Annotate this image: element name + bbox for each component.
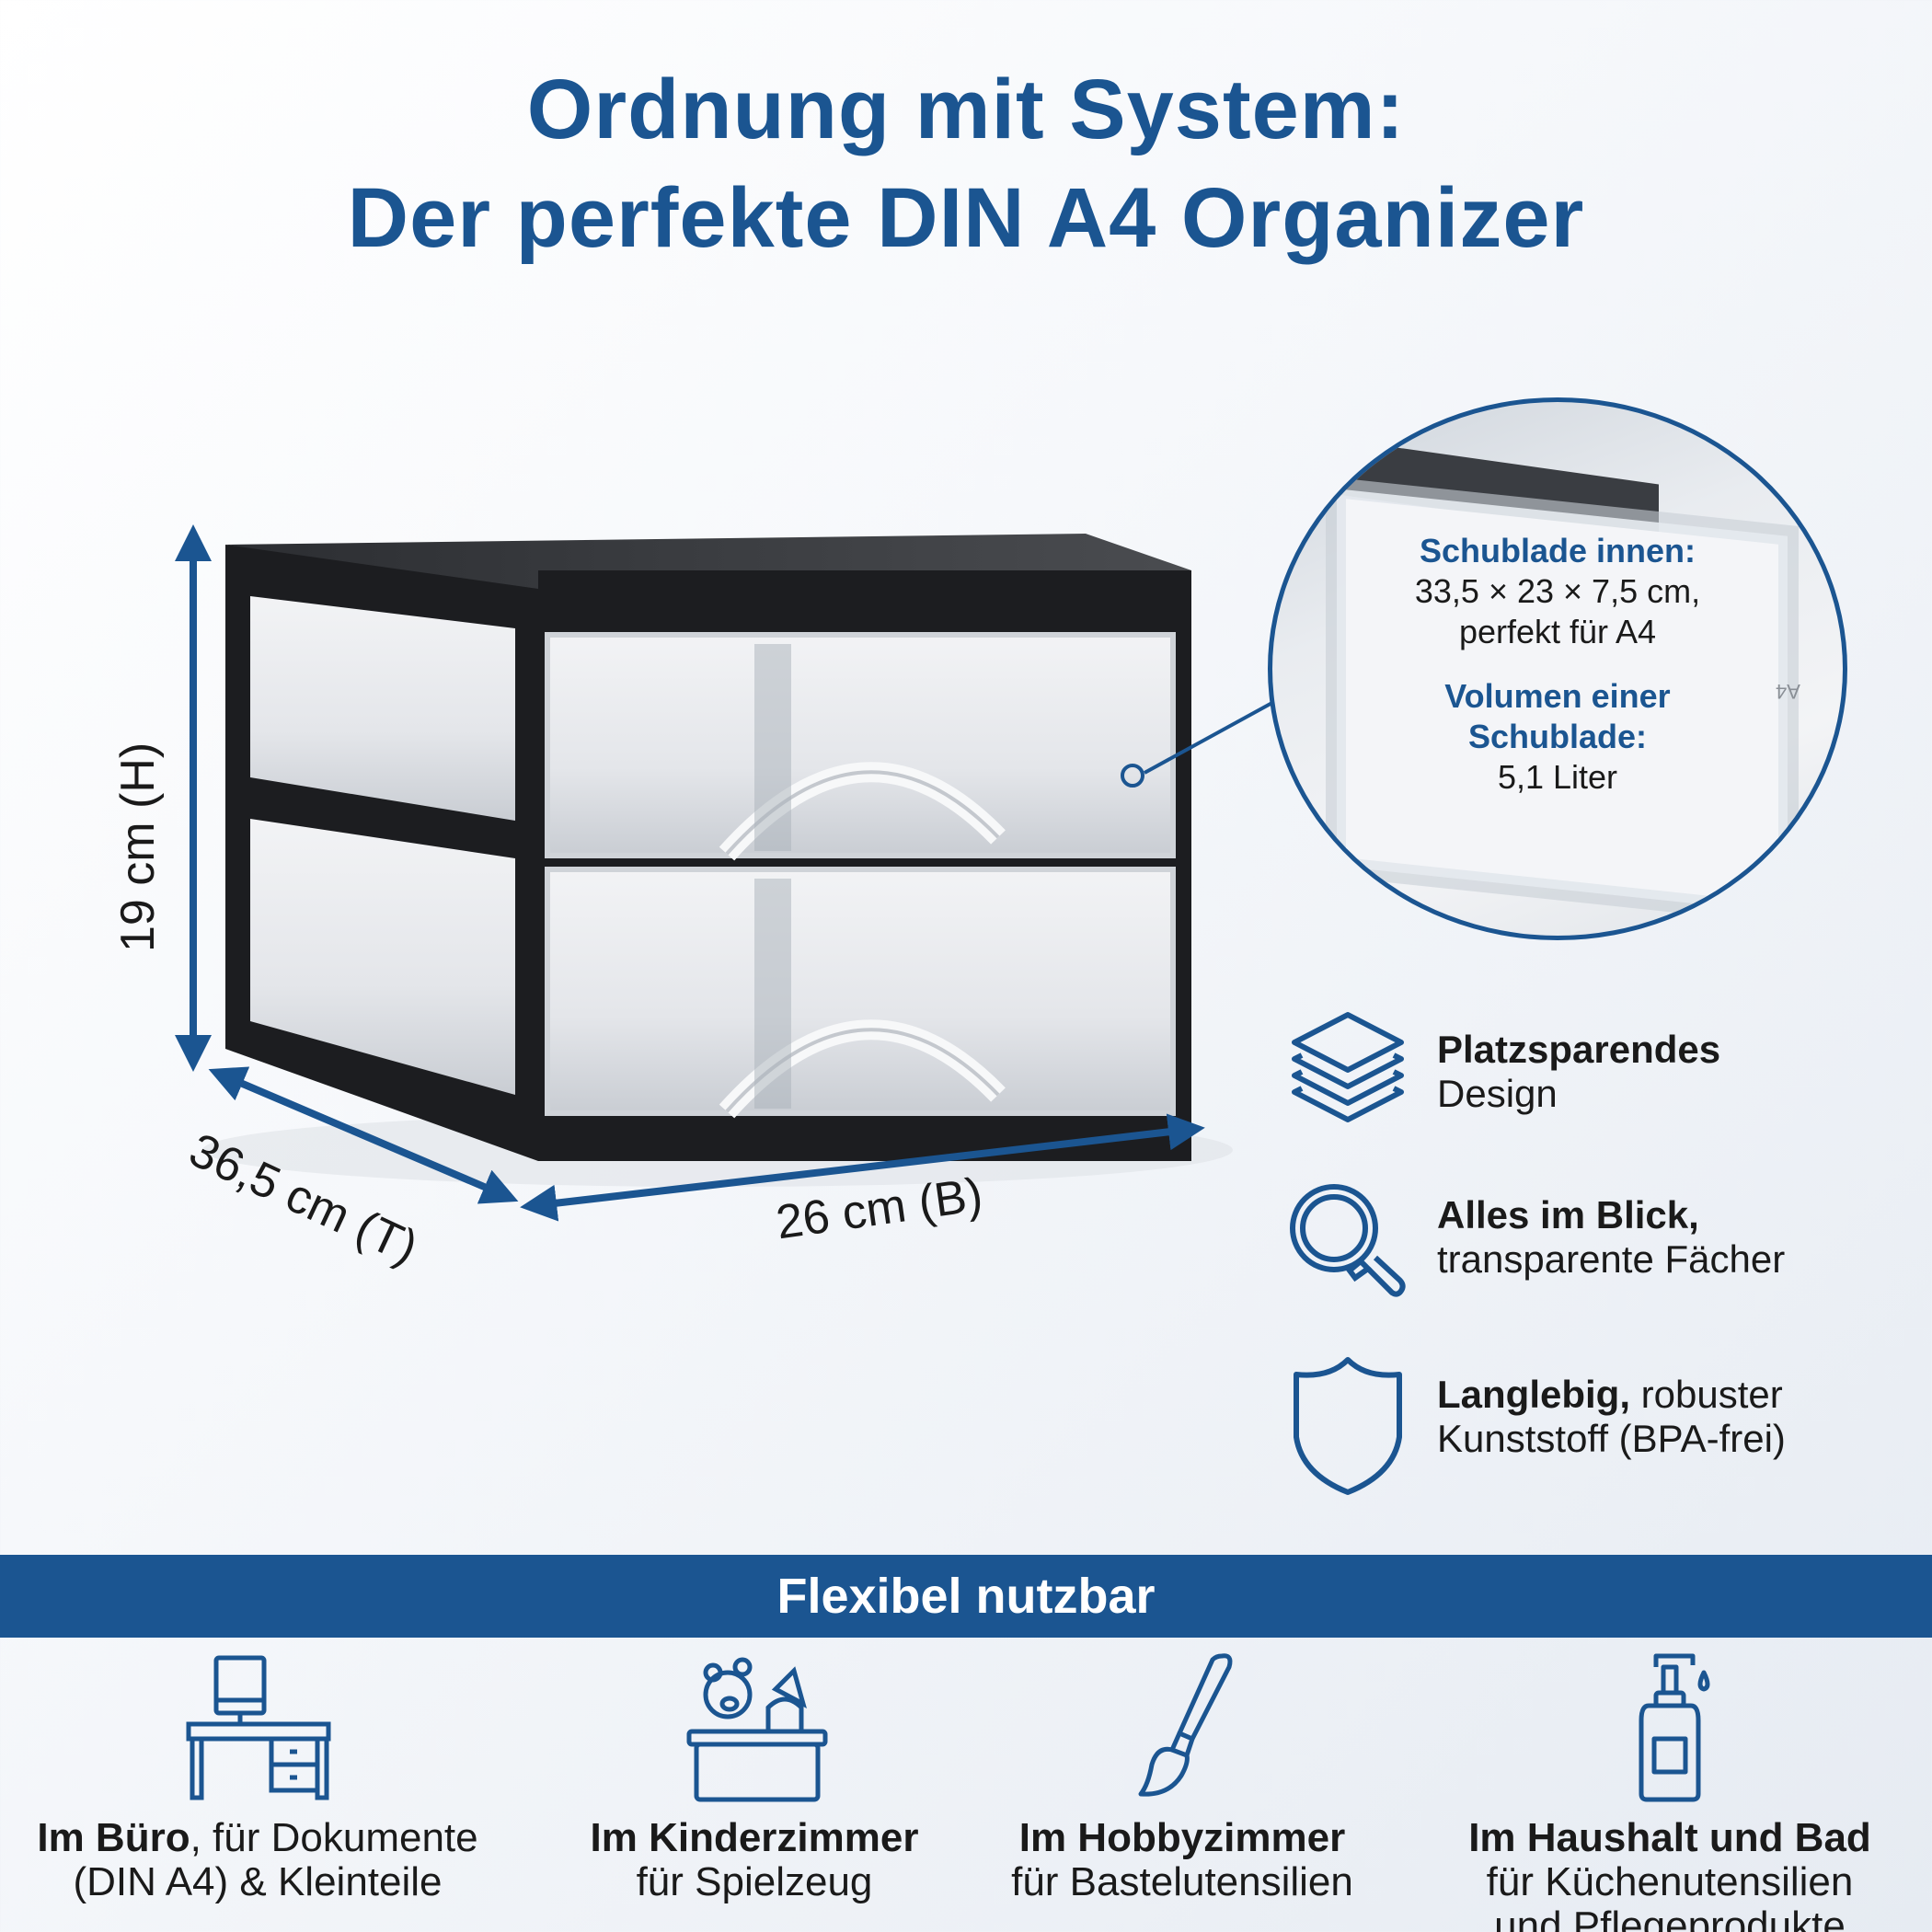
height-label: 19 cm (H) <box>111 742 165 952</box>
magnifier-icon <box>1290 1184 1406 1297</box>
usage-description-extra: und Pflegeprodukte <box>1494 1903 1846 1932</box>
feature-bold: Alles im Blick, <box>1437 1193 1699 1236</box>
usage-item: Im Hobbyzimmer für Bastelutensilien <box>943 1647 1421 1904</box>
feature-item: Platzsparendes Design <box>1283 1007 1909 1127</box>
product-illustration <box>175 524 1280 1222</box>
usage-title: Im Haushalt und Bad <box>1468 1815 1871 1860</box>
feature-line2: Design <box>1437 1072 1558 1115</box>
paintbrush-icon <box>1138 1653 1233 1797</box>
callout-text: Schublade innen: 33,5 × 23 × 7,5 cm, per… <box>1272 531 1843 798</box>
usage-description: für Bastelutensilien <box>1011 1859 1353 1904</box>
title-line-1: Ordnung mit System: <box>526 63 1406 156</box>
usage-title: Im Hobbyzimmer <box>1018 1815 1346 1860</box>
drawer-detail-callout: Schublade innen: 33,5 × 23 × 7,5 cm, per… <box>1268 397 1847 940</box>
section-banner: Flexibel nutzbar <box>0 1555 1932 1638</box>
usage-item: Im Büro, für Dokumente (DIN A4) & Kleint… <box>18 1647 497 1904</box>
soap-dispenser-icon <box>1639 1653 1710 1802</box>
title-line-2: Der perfekte DIN A4 Organizer <box>347 171 1585 265</box>
feature-bold: Platzsparendes <box>1437 1028 1721 1071</box>
desk-icon <box>186 1655 331 1800</box>
usage-description: für Küchenutensilien <box>1486 1859 1854 1904</box>
feature-line2: Kunststoff (BPA-frei) <box>1437 1417 1786 1460</box>
usage-list: Im Büro, für Dokumente (DIN A4) & Kleint… <box>0 1647 1932 1932</box>
depth-arrow <box>208 1066 519 1204</box>
usage-description: für Spielzeug <box>636 1859 873 1904</box>
callout-inner-size: 33,5 × 23 × 7,5 cm, <box>1414 572 1701 610</box>
feature-text: Alles im Blick, transparente Fächer <box>1437 1193 1785 1282</box>
callout-heading-volume-b: Schublade: <box>1467 718 1648 755</box>
callout-a4-fit: perfekt für A4 <box>1458 613 1657 650</box>
callout-volume-value: 5,1 Liter <box>1497 758 1618 796</box>
shield-icon <box>1294 1357 1402 1495</box>
width-arrow <box>520 1113 1205 1222</box>
feature-text: Langlebig, robuster Kunststoff (BPA-frei… <box>1437 1373 1786 1460</box>
feature-item: Langlebig, robuster Kunststoff (BPA-frei… <box>1283 1352 1909 1495</box>
layers-icon <box>1292 1012 1404 1122</box>
paper-a4-mark: A4 <box>1776 680 1800 703</box>
usage-item: Im Haushalt und Bad für Küchenutensilien… <box>1431 1647 1909 1932</box>
page-title: Ordnung mit System: Der perfekte DIN A4 … <box>0 55 1932 272</box>
feature-text: Platzsparendes Design <box>1437 1028 1720 1116</box>
feature-bold: Langlebig, <box>1437 1373 1630 1416</box>
callout-connector <box>1144 697 1280 775</box>
toybox-icon <box>686 1657 828 1802</box>
usage-title: Im Büro, für Dokumente <box>37 1815 478 1860</box>
callout-heading-volume-a: Volumen einer <box>1444 677 1671 715</box>
usage-title: Im Kinderzimmer <box>590 1815 919 1860</box>
callout-anchor-dot <box>1121 764 1144 788</box>
usage-item: Im Kinderzimmer für Spielzeug <box>515 1647 994 1904</box>
feature-item: Alles im Blick, transparente Fächer <box>1283 1173 1909 1297</box>
feature-line2: transparente Fächer <box>1437 1237 1786 1281</box>
callout-heading-inner: Schublade innen: <box>1419 532 1696 569</box>
organizer-body <box>225 534 1191 1161</box>
usage-description: (DIN A4) & Kleinteile <box>73 1859 443 1904</box>
